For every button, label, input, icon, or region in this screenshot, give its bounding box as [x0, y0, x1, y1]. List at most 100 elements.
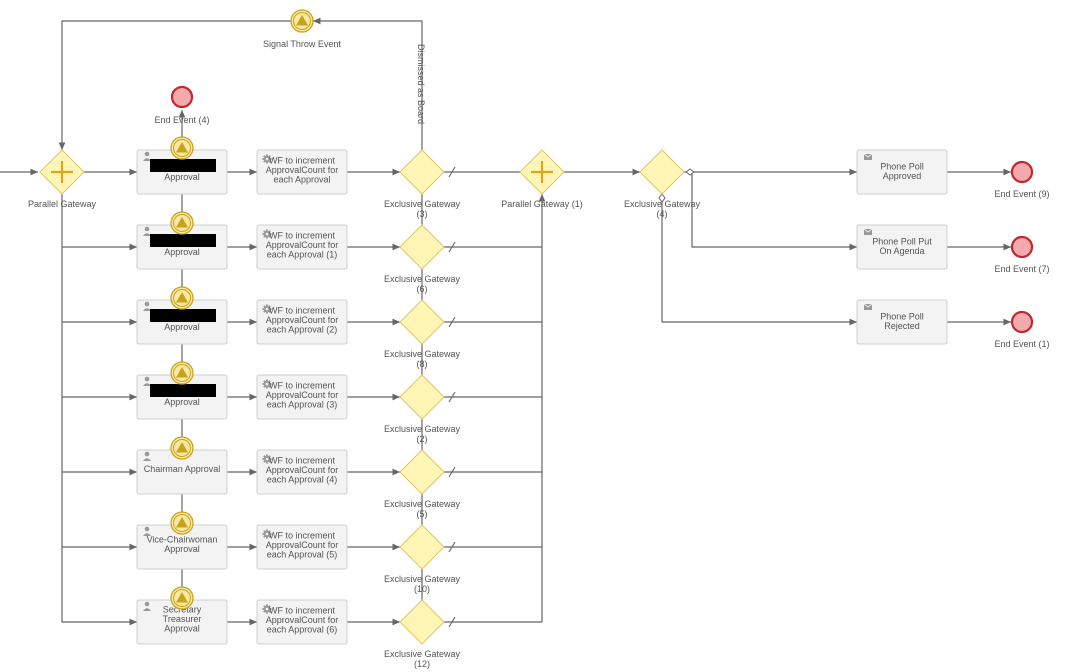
outcome-end-event[interactable]: [1010, 235, 1034, 259]
user-task-icon: [143, 226, 151, 236]
approval-task-label: Approval: [164, 397, 200, 407]
top-end-event[interactable]: [170, 85, 194, 109]
gear-hole: [265, 607, 269, 611]
sequence-flows: [0, 17, 1011, 628]
exclusive-gateway[interactable]: [399, 599, 445, 645]
user-icon-head: [144, 226, 150, 232]
exclusive-gateway[interactable]: [399, 299, 445, 345]
approval-task-label: Approval: [164, 172, 200, 182]
exclusive-gateway-shape[interactable]: [399, 599, 445, 645]
exclusive-gateway-label: Exclusive Gateway(3): [384, 199, 461, 219]
wf-service-task[interactable]: [256, 524, 348, 570]
user-icon-body: [143, 383, 151, 386]
exclusive-gateway-label: Exclusive Gateway(2): [384, 424, 461, 444]
phone-poll-task[interactable]: [856, 299, 948, 345]
exclusive-gateway-final[interactable]: [639, 149, 685, 195]
outcome-flow: [691, 172, 857, 251]
outcome-end-event-label: End Event (1): [994, 339, 1049, 349]
signal-inner-ring: [173, 289, 191, 307]
signal-triangle-icon: [176, 217, 188, 228]
redacted-name-block: [150, 384, 216, 397]
signal-triangle-icon: [176, 592, 188, 603]
signal-throw-event[interactable]: [290, 9, 314, 33]
signal-inner-ring: [173, 364, 191, 382]
parallel-gateway-join-label: Parallel Gateway (1): [501, 199, 583, 209]
default-flow-marker: [448, 316, 456, 328]
gear-hole: [265, 532, 269, 536]
signal-inner-ring: [173, 214, 191, 232]
boundary-signal-event[interactable]: [170, 361, 194, 385]
exclusive-gateway-shape[interactable]: [399, 299, 445, 345]
exclusive-gateway-label: Exclusive Gateway(12): [384, 649, 461, 669]
boundary-signal-event[interactable]: [170, 286, 194, 310]
redacted-name-block: [150, 234, 216, 247]
boundary-signal-event[interactable]: [170, 211, 194, 235]
wf-service-task[interactable]: [256, 224, 348, 270]
exclusive-gateway-shape[interactable]: [399, 224, 445, 270]
exclusive-gateway[interactable]: [399, 449, 445, 495]
signal-loop-flow: [58, 20, 291, 150]
user-task-icon: [143, 301, 151, 311]
envelope-flap: [863, 303, 873, 308]
wf-service-task[interactable]: [256, 599, 348, 645]
user-icon-head: [144, 376, 150, 382]
wf-service-task[interactable]: [256, 449, 348, 495]
phone-poll-task[interactable]: [856, 149, 948, 195]
parallel-plus-icon: [51, 161, 73, 183]
default-flow-marker: [448, 391, 456, 403]
signal-throw-event-label: Signal Throw Event: [263, 39, 341, 49]
exclusive-gateway-final-label: Exclusive Gateway(4): [624, 199, 701, 219]
signal-triangle-icon: [176, 442, 188, 453]
outcome-end-event[interactable]: [1010, 160, 1034, 184]
default-flow-marker: [448, 241, 456, 253]
signal-triangle-icon: [296, 15, 308, 26]
phone-poll-task[interactable]: [856, 224, 948, 270]
exclusive-gateway[interactable]: [399, 374, 445, 420]
exclusive-gateway[interactable]: [399, 149, 445, 195]
signal-inner-ring: [173, 139, 191, 157]
exclusive-gateway-label: Exclusive Gateway(10): [384, 574, 461, 594]
boundary-signal-event[interactable]: [170, 586, 194, 610]
wf-service-task[interactable]: [256, 149, 348, 195]
signal-triangle-icon: [176, 367, 188, 378]
boundary-signal-event[interactable]: [170, 436, 194, 460]
parallel-gateway-join[interactable]: [519, 149, 565, 195]
wf-service-task[interactable]: [256, 374, 348, 420]
user-task-icon: [143, 601, 151, 611]
outcome-end-event[interactable]: [1010, 310, 1034, 334]
conditional-flow-marker: [658, 193, 666, 203]
user-icon-head: [144, 526, 150, 532]
exclusive-gateway-label: Exclusive Gateway(6): [384, 274, 461, 294]
exclusive-gateway-shape[interactable]: [399, 374, 445, 420]
default-flow-marker: [448, 616, 456, 628]
default-flow-marker: [448, 541, 456, 553]
boundary-signal-event[interactable]: [170, 136, 194, 160]
exclusive-gateway[interactable]: [399, 224, 445, 270]
exclusive-gateway-shape[interactable]: [399, 449, 445, 495]
parallel-branch-trunk: [61, 194, 137, 626]
approval-task-label: Chairman Approval: [144, 464, 221, 474]
user-icon-body: [143, 233, 151, 236]
signal-inner-ring: [173, 439, 191, 457]
user-icon-body: [143, 158, 151, 161]
default-flow-marker: [448, 466, 456, 478]
outcome-flow: [661, 194, 857, 326]
parallel-gateway-start[interactable]: [39, 149, 85, 195]
wf-service-task[interactable]: [256, 299, 348, 345]
exclusive-gateway[interactable]: [399, 524, 445, 570]
exclusive-gateway-label: Exclusive Gateway(8): [384, 349, 461, 369]
exclusive-gateway-shape[interactable]: [399, 524, 445, 570]
boundary-signal-event[interactable]: [170, 511, 194, 535]
exclusive-gateway-final-shape[interactable]: [639, 149, 685, 195]
user-icon-body: [143, 608, 151, 611]
message-task-envelope-icon: [863, 303, 873, 310]
user-icon-head: [144, 301, 150, 307]
service-task-gear-icon: [262, 304, 272, 314]
exclusive-gateway-shape[interactable]: [399, 149, 445, 195]
